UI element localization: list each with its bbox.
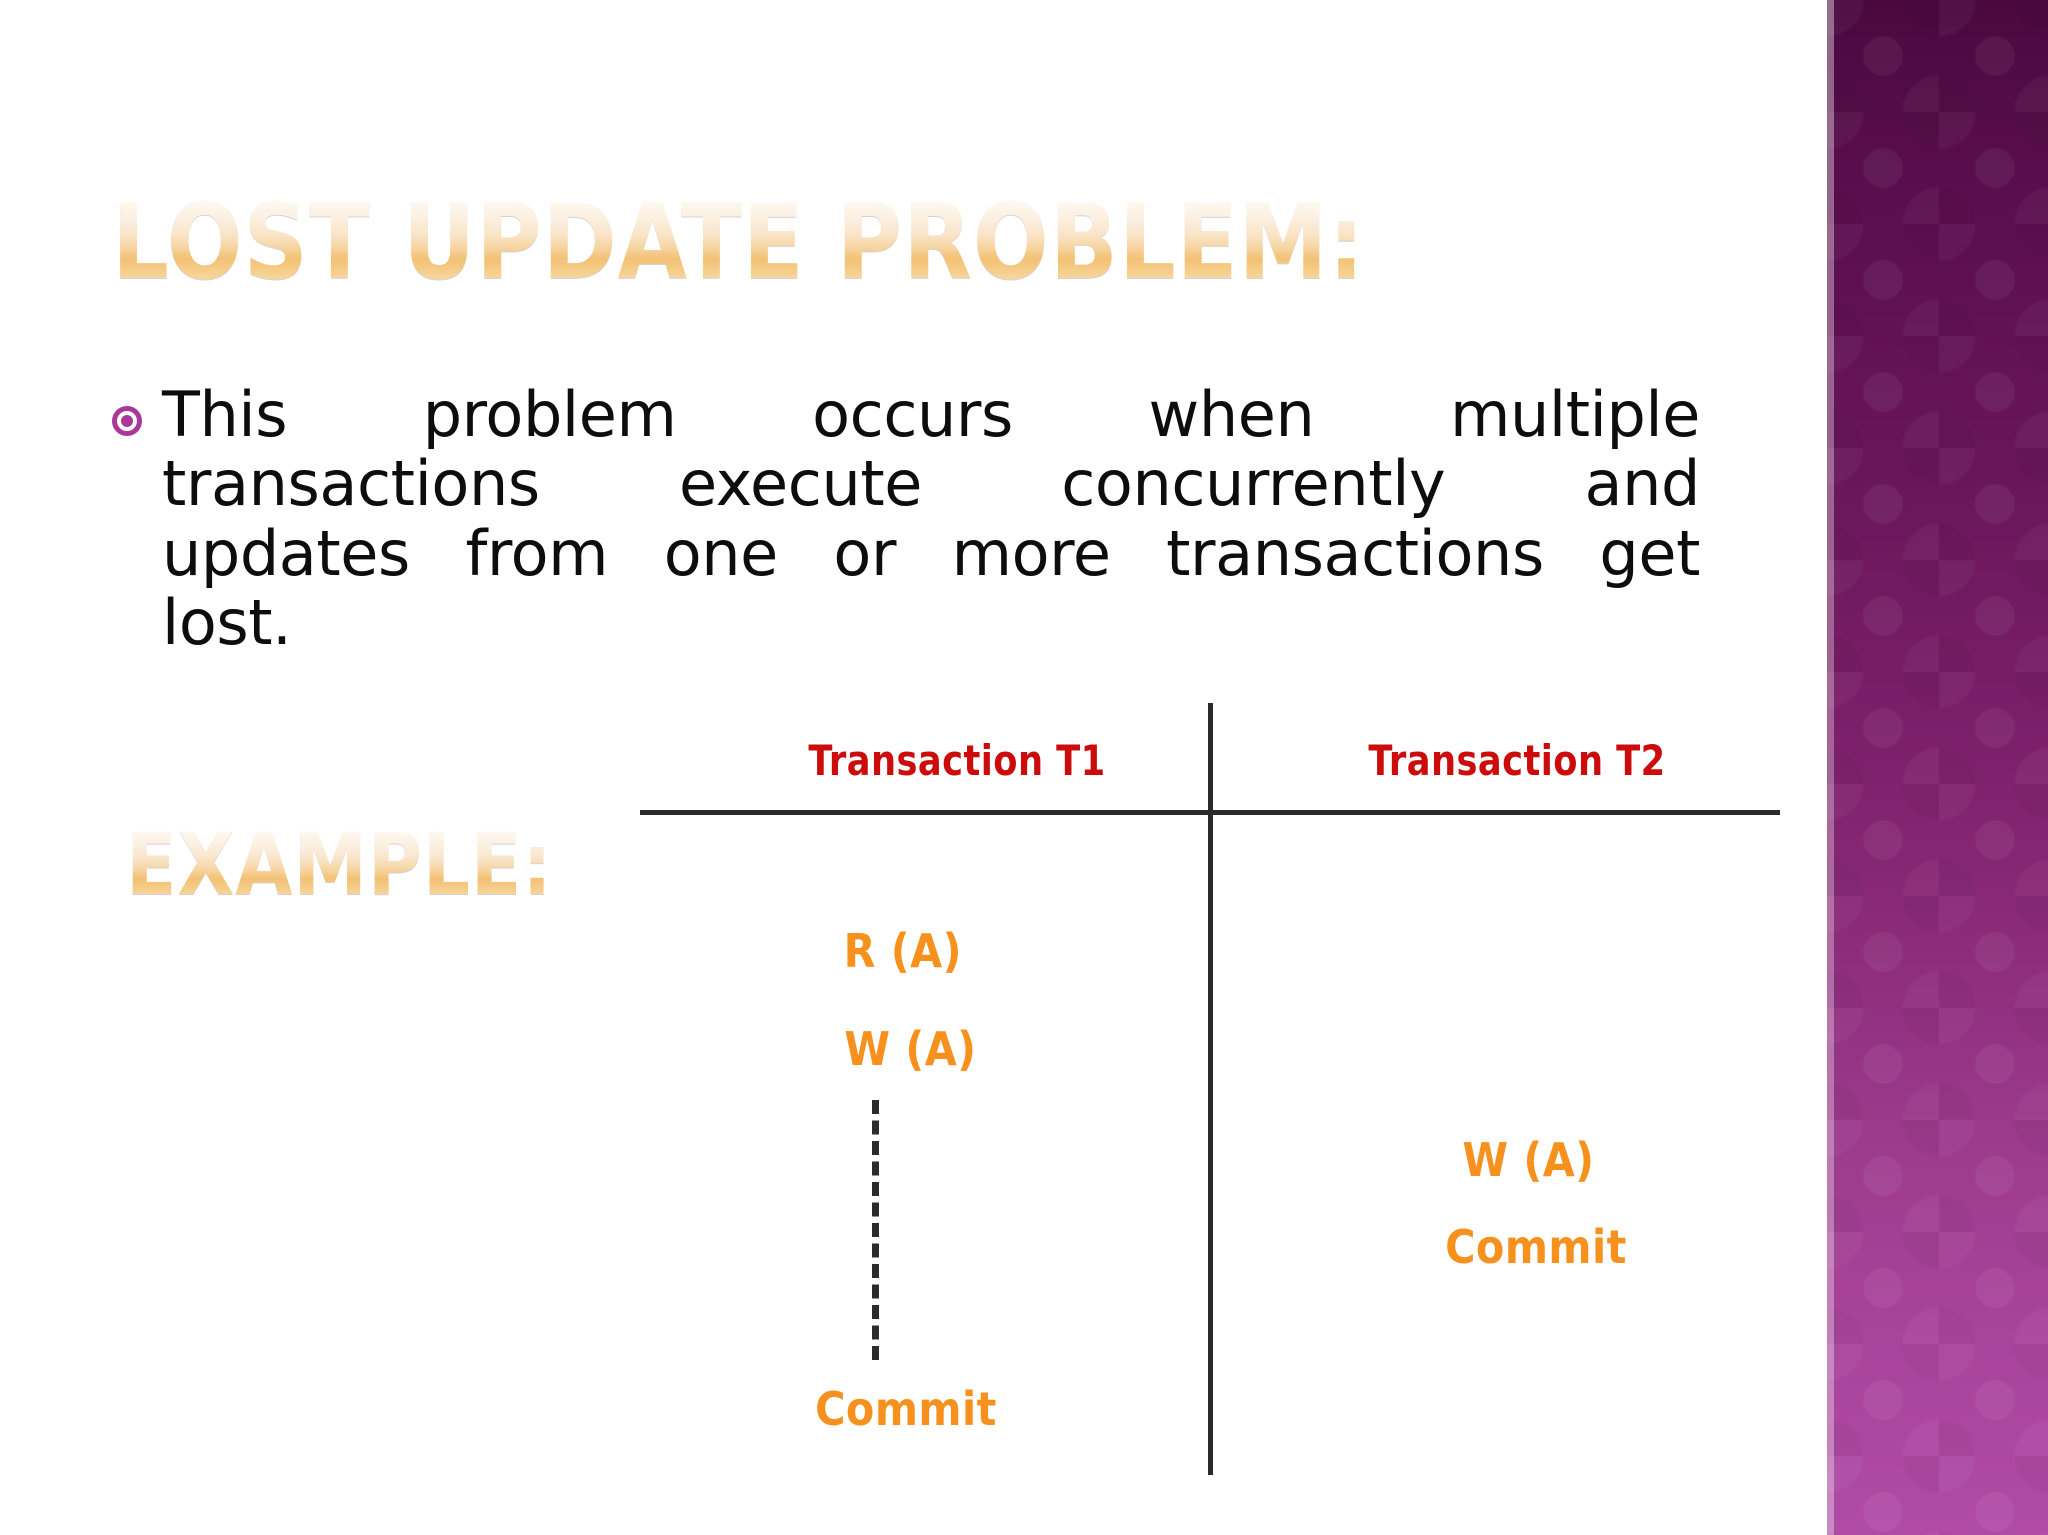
example-heading: EXAMPLE: — [126, 815, 553, 915]
t1-operation-write: W (A) — [844, 1022, 977, 1076]
t2-operation-commit: Commit — [1445, 1220, 1627, 1274]
column-header-t2: Transaction T2 — [1368, 736, 1666, 785]
t1-operation-commit: Commit — [815, 1382, 997, 1436]
page-title: LOST UPDATE PROBLEM: — [112, 181, 1366, 303]
decorative-side-panel — [1827, 0, 2048, 1535]
ring-bullet-icon — [112, 406, 142, 436]
bullet-line-2: transactions execute concurrently and — [162, 447, 1700, 521]
t2-operation-write: W (A) — [1462, 1133, 1595, 1187]
bullet-line-1: This problem occurs when multiple — [162, 378, 1700, 451]
t1-wait-dashed-line — [872, 1100, 879, 1360]
panel-texture-pattern — [1827, 0, 2048, 1535]
bullet-paragraph: This problem occurs when multiple transa… — [112, 380, 1700, 658]
column-vertical-divider — [1208, 703, 1213, 1475]
transaction-schedule-diagram: Transaction T1 Transaction T2 R (A) W (A… — [640, 700, 1780, 1480]
bullet-text-body: This problem occurs when multiple transa… — [162, 380, 1700, 658]
t1-operation-read: R (A) — [843, 924, 963, 978]
bullet-line-3: updates from one or more transactions ge… — [162, 516, 1700, 590]
panel-left-edge-highlight — [1827, 0, 1834, 1535]
column-header-t1: Transaction T1 — [808, 736, 1106, 785]
bullet-line-4: lost. — [162, 586, 292, 660]
